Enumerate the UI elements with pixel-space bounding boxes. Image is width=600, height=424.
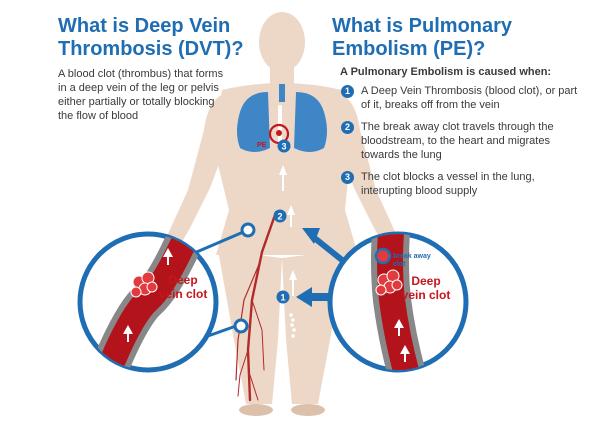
right-clot-label-line1: Deep — [411, 274, 440, 288]
right-vein-zoom: break away clot Deep vein clot — [327, 231, 469, 373]
step-3-number: 3 — [341, 171, 354, 184]
break-away-label-line1: break away — [393, 253, 431, 260]
step-1-number: 1 — [341, 85, 354, 98]
dvt-title: What is Deep Vein Thrombosis (DVT)? — [58, 15, 244, 61]
step-2-text: The break away clot travels through the … — [361, 121, 554, 161]
dvt-title-line2: Thrombosis (DVT)? — [58, 38, 244, 60]
left-vein-zoom: Deep vein clot — [77, 231, 219, 373]
dvt-title-line1: What is Deep Vein — [58, 15, 231, 37]
break-away-label-line2: clot — [393, 261, 406, 268]
dvt-description: A blood clot (thrombus) that forms in a … — [58, 68, 224, 122]
marker-2: 2 — [273, 209, 287, 223]
left-clot-label-line1: Deep — [168, 273, 197, 287]
clot-path — [278, 105, 297, 338]
left-clot — [130, 271, 158, 298]
right-clot — [375, 269, 403, 296]
pe-clot-dot — [276, 130, 282, 136]
pe-label: PE — [257, 142, 267, 149]
pe-subheading: A Pulmonary Embolism is caused when: — [340, 66, 552, 78]
svg-text:2: 2 — [277, 212, 282, 222]
step-1-text: A Deep Vein Thrombosis (blood clot), or … — [361, 85, 578, 111]
step-3-text: The clot blocks a vessel in the lung, in… — [361, 171, 535, 197]
marker-1: 1 — [276, 290, 290, 304]
right-clot-label-line2: vein clot — [402, 288, 451, 302]
svg-text:1: 1 — [280, 293, 285, 303]
left-clot-label-line2: vein clot — [159, 287, 208, 301]
pe-title-line2: Embolism (PE)? — [332, 38, 486, 60]
lungs — [237, 84, 327, 152]
pe-title-line1: What is Pulmonary — [332, 15, 513, 37]
marker-3: 3 — [277, 139, 291, 153]
step-2-number: 2 — [341, 121, 354, 134]
svg-text:3: 3 — [281, 142, 286, 152]
pe-title: What is Pulmonary Embolism (PE)? — [332, 15, 512, 61]
break-away-clot — [374, 247, 392, 265]
